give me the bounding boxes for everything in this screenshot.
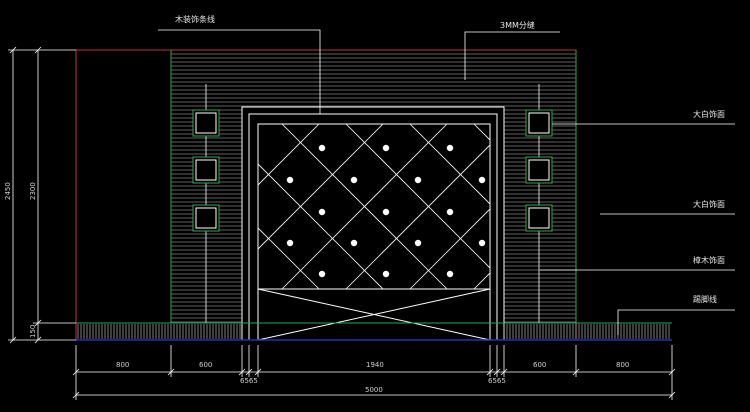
annotation-veneer: 樟木饰面: [693, 255, 725, 265]
niche-inner: [528, 112, 550, 134]
tuft-stud: [350, 239, 358, 247]
diamond-line: [26, 124, 191, 289]
tuft-stud: [286, 239, 294, 247]
annotation-wood-trim: 木装饰条线: [175, 14, 215, 24]
dim-center: 1940: [366, 361, 384, 369]
dim-gap-right: 6565: [488, 377, 506, 385]
center-frame-outer: [241, 106, 505, 341]
diamond-line: [258, 124, 384, 250]
diamond-line: [0, 124, 127, 289]
square-niches: [192, 84, 553, 323]
diamond-line: [730, 124, 750, 289]
tuft-stud: [414, 239, 422, 247]
tuft-stud: [318, 208, 326, 216]
niche-inner: [195, 112, 217, 134]
annotation-gap: 3MM分缝: [500, 20, 535, 30]
dim-right-inner: 600: [533, 361, 546, 369]
diamond-line: [0, 124, 63, 289]
diamond-line: [345, 144, 490, 289]
tuft-stud: [446, 208, 454, 216]
dim-right-outer: 800: [616, 361, 629, 369]
tick-mark: [572, 368, 580, 376]
tuft-stud: [478, 176, 486, 184]
dim-gap-left: 6565: [240, 377, 258, 385]
niche-inner: [528, 207, 550, 229]
diamond-line: [409, 124, 490, 205]
annotation-marble-right: 大白饰面: [693, 199, 725, 209]
tick-mark: [493, 368, 501, 376]
diamond-line: [730, 124, 750, 289]
tuft-stud: [446, 144, 454, 152]
baseboard-hatch: [76, 322, 672, 339]
tick-mark: [668, 391, 676, 399]
tick-mark: [167, 368, 175, 376]
x-brace-b: [257, 288, 491, 341]
diamond-line: [258, 227, 320, 289]
tick-mark: [238, 368, 246, 376]
tuft-stud: [318, 270, 326, 278]
diamond-line: [602, 124, 750, 289]
tick-mark: [245, 368, 253, 376]
diamond-line: [409, 208, 490, 289]
niche-inner: [528, 159, 550, 181]
tick-mark: [668, 368, 676, 376]
dim-base-height: 150: [29, 325, 37, 338]
diamond-line: [90, 124, 255, 289]
tuft-stud: [414, 176, 422, 184]
tuft-stud: [382, 144, 390, 152]
diamond-line: [538, 124, 703, 289]
leader-baseboard: [617, 309, 735, 335]
leader-wood-trim: [158, 29, 321, 114]
diamond-line: [281, 124, 448, 289]
tuft-stud: [446, 270, 454, 278]
diamond-lines: [0, 124, 750, 289]
diamond-line: [26, 124, 191, 289]
annotation-baseboard: 踢脚线: [693, 294, 717, 304]
tuft-stud: [382, 270, 390, 278]
tick-mark: [72, 391, 80, 399]
tick-mark: [254, 368, 262, 376]
dim-total-width: 5000: [365, 386, 383, 394]
diamond-line: [602, 124, 750, 289]
leader-lines: [158, 29, 735, 335]
dim-total-height: 2450: [4, 182, 12, 200]
niche-inner: [195, 207, 217, 229]
dim-left-outer: 800: [116, 361, 129, 369]
tick-mark: [500, 368, 508, 376]
tuft-stud: [286, 176, 294, 184]
vertical-dimensions: [8, 46, 76, 344]
dimension-ticks: [72, 368, 676, 399]
tuft-stud: [318, 144, 326, 152]
diamond-line: [258, 124, 320, 186]
diamond-line: [0, 124, 63, 289]
tuft-stud: [350, 176, 358, 184]
diamond-line: [0, 124, 127, 289]
tuft-stud: [382, 208, 390, 216]
tick-mark: [486, 368, 494, 376]
annotation-marble-top: 大白饰面: [693, 109, 725, 119]
striped-wall-panels: [171, 53, 576, 323]
dim-wall-height: 2300: [29, 182, 37, 200]
niche-inner: [195, 159, 217, 181]
leader-gap: [464, 31, 560, 80]
tufting-studs: [286, 144, 486, 278]
diamond-tufting: [0, 124, 750, 289]
tuft-stud: [478, 239, 486, 247]
tick-mark: [72, 368, 80, 376]
diamond-line: [90, 124, 255, 289]
dim-left-inner: 600: [199, 361, 212, 369]
diamond-line: [538, 124, 703, 289]
